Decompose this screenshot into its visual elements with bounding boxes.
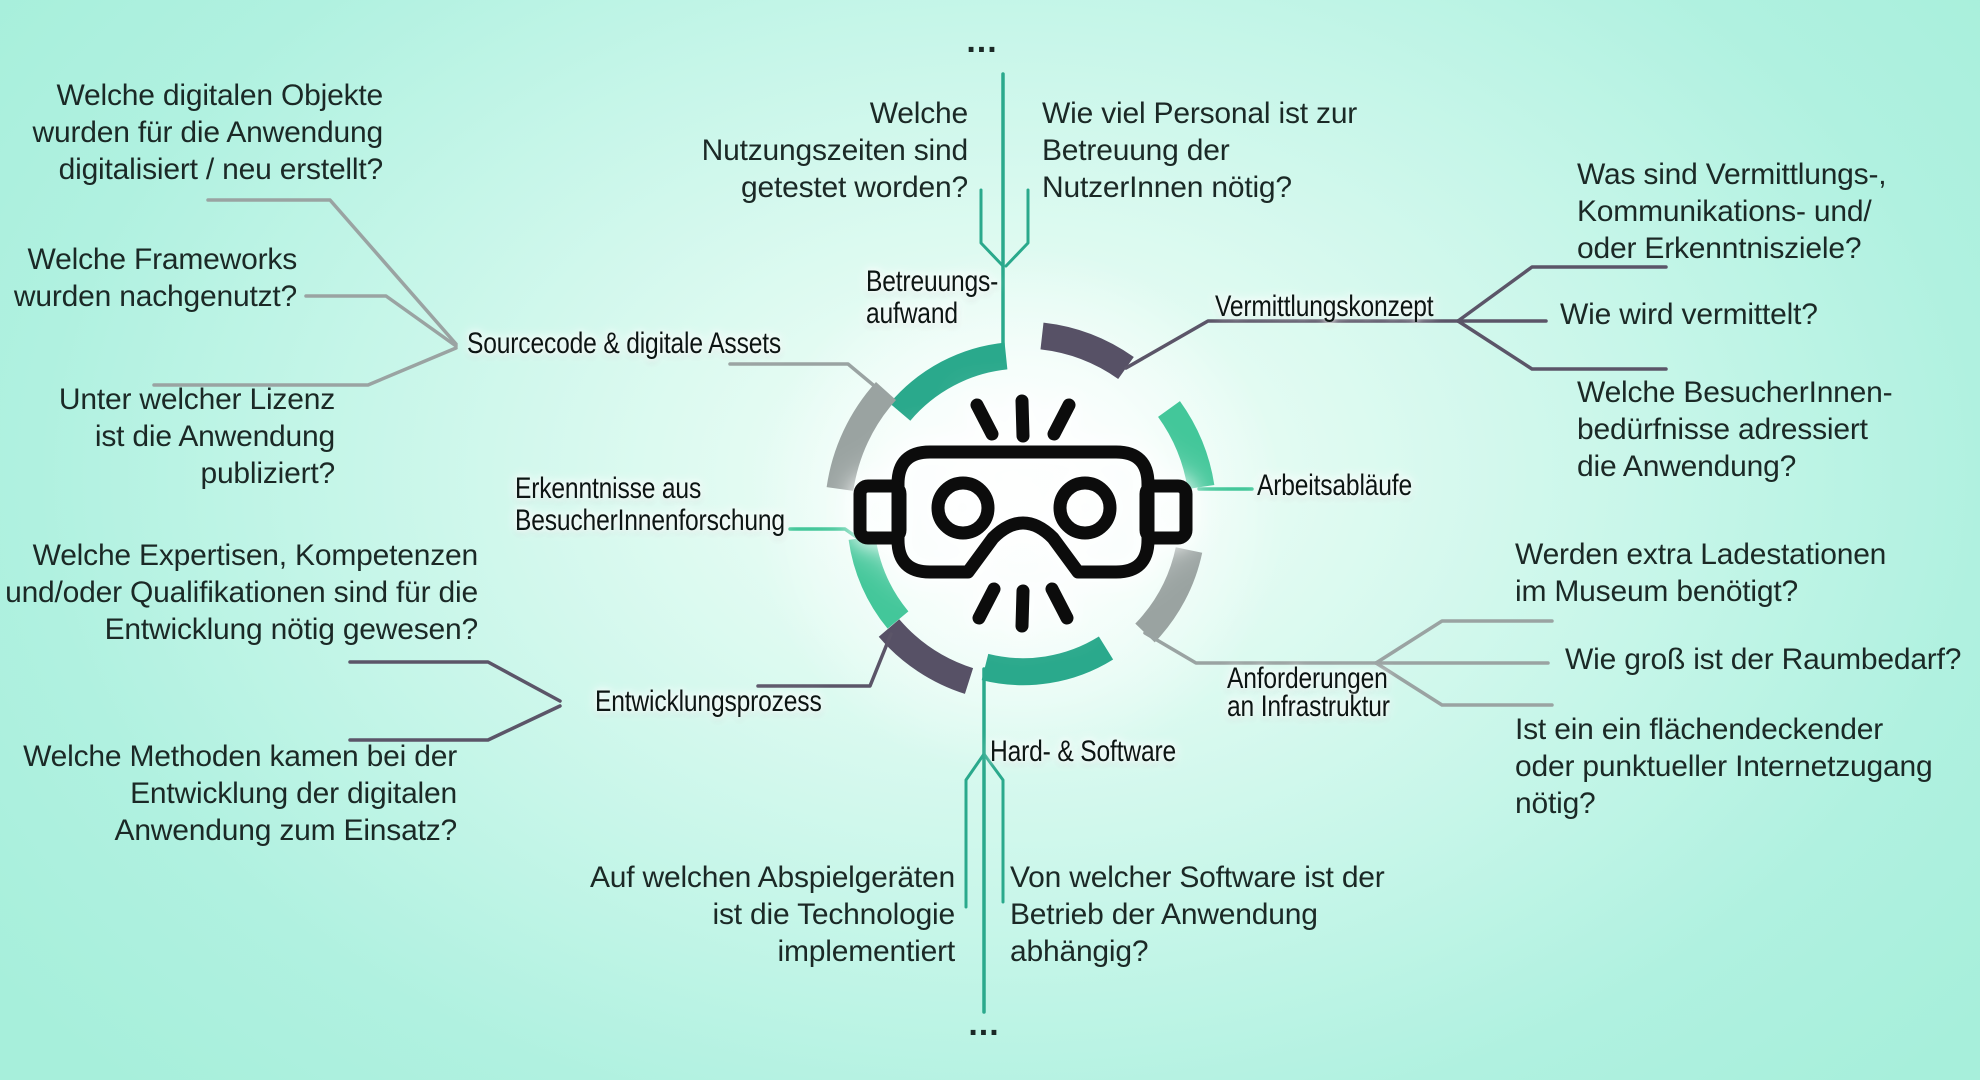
ring-segment-betreuungsaufwand [889,342,1008,421]
question-nutzungszeiten: Welche Nutzungszeiten sind getestet word… [701,97,969,204]
question-connector-software [982,752,1005,904]
ray-top-right [1047,398,1076,441]
ring-segment-arbeitsablaeufe [1157,401,1215,490]
ellipsis-bottom: ... [968,1005,1000,1043]
question-connector-frameworks [304,294,458,348]
question-connector-abspielgeraete [964,752,986,909]
node-label-entwicklungsprozess: Entwicklungsprozess [595,685,822,718]
ring-segment-anforderungen [1135,546,1203,643]
question-software: Von welcher Software ist der Betrieb der… [1010,861,1385,968]
ray-bottom-right [1045,582,1074,625]
vr-goggles-left-lens [931,476,995,540]
ellipsis-top: ... [966,22,998,60]
question-beduerfnisse: Welche BesucherInnen- bedürfnisse adress… [1577,376,1893,483]
connector-entwicklungsprozess-to-ring [756,632,893,688]
question-raumbedarf: Wie groß ist der Raumbedarf? [1565,643,1962,676]
question-personal: Wie viel Personal ist zur Betreuung der … [1042,97,1358,204]
question-frameworks: Welche Frameworks wurden nachgenutzt? [13,243,297,313]
question-digitale-objekte: Welche digitalen Objekte wurden für die … [32,79,384,186]
question-connector-internetzugang [1374,661,1554,707]
question-methoden: Welche Methoden kamen bei der Entwicklun… [23,740,457,847]
question-connector-personal [1004,188,1030,268]
question-connector-nutzungszeiten [979,188,1005,268]
question-vermittlungsziele: Was sind Vermittlungs-, Kommunikations- … [1577,158,1887,265]
vr-goggles-right-lens [1053,476,1117,540]
node-label-sourcecode: Sourcecode & digitale Assets [467,327,782,360]
ring-segment-vermittlungskonzept [1040,322,1134,380]
question-abspielgeraete: Auf welchen Abspielgeräten ist die Techn… [589,861,955,968]
connector-anforderungen-main [1143,631,1378,665]
ring-segment-erkenntnisse [848,535,909,629]
question-expertisen: Welche Expertisen, Kompetenzen und/oder … [5,539,478,646]
question-connector-methoden [348,704,562,742]
node-label-vermittlungskonzept: Vermittlungskonzept [1215,290,1434,323]
connectors [152,72,1668,1014]
ray-bottom-left [972,582,1001,625]
question-ladestationen: Werden extra Ladestationen im Museum ben… [1515,538,1887,608]
ring-segment-hard-software [981,636,1114,686]
ray-top-left [970,398,999,441]
question-connector-vermittlungsziele [1456,265,1668,323]
question-internetzugang: Ist ein ein flächendeckender oder punktu… [1515,713,1933,820]
ring-segment-sourcecode [826,381,897,492]
connector-vermittlungskonzept-main [1124,319,1460,370]
ring-segment-entwicklungsprozess [878,618,974,694]
question-connector-beduerfnisse [1456,319,1668,371]
ring-segments [826,322,1215,694]
connector-sourcecode-to-ring [728,362,886,396]
question-connector-ladestationen [1374,619,1554,665]
question-wie-vermittelt: Wie wird vermittelt? [1560,298,1818,331]
node-label-erkenntnisse: Erkenntnisse aus BesucherInnenforschung [515,472,785,537]
node-label-hard-software: Hard- & Software [990,735,1177,768]
node-label-anforderungen: Anforderungen an Infrastruktur [1227,662,1390,723]
ray-bottom-middle [1015,584,1030,633]
vr-goggles-right-strap [1139,479,1193,545]
vr-goggles-left-strap [853,479,907,545]
question-connector-digitale-objekte [206,198,458,346]
question-connector-expertisen [348,660,562,703]
ray-top-middle [1015,394,1030,443]
question-lizenz: Unter welcher Lizenz ist die Anwendung p… [58,383,335,490]
node-label-arbeitsablaeufe: Arbeitsabläufe [1257,469,1412,502]
node-label-betreuungsaufwand: Betreuungs- aufwand [866,265,999,330]
question-connector-lizenz [152,346,458,387]
vr-headset-icon [853,394,1193,633]
center-glow [755,247,1285,777]
